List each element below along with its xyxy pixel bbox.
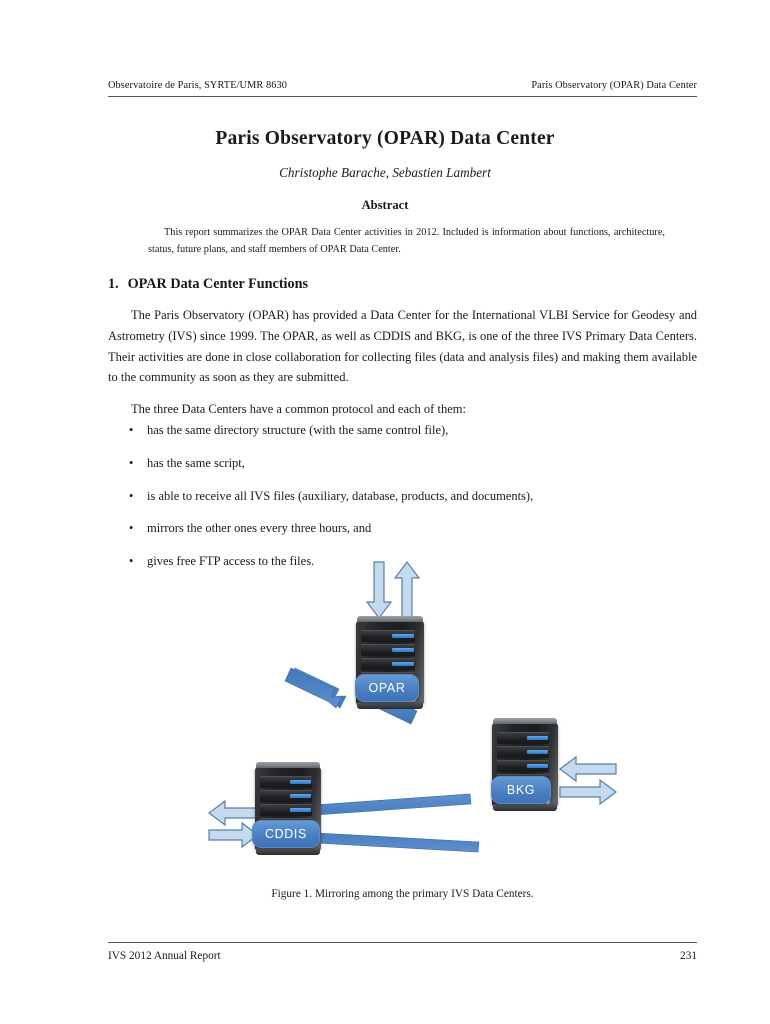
rack-led-icon xyxy=(391,662,414,666)
running-head-right: Paris Observatory (OPAR) Data Center xyxy=(531,80,697,91)
rack-bay xyxy=(496,732,550,744)
rack-led-icon xyxy=(289,808,311,812)
rack-bay xyxy=(259,776,313,788)
bullet-dot-icon: • xyxy=(129,455,134,470)
bullet-dot-icon: • xyxy=(129,521,134,536)
list-item: • gives free FTP access to the files. xyxy=(126,553,701,569)
rack-bay xyxy=(360,644,416,656)
rack-top xyxy=(357,616,423,626)
rack-bay xyxy=(259,804,313,816)
rack-bay xyxy=(360,658,416,670)
section-number: 1. xyxy=(108,276,119,292)
footer-rule xyxy=(108,942,697,943)
list-item-label: is able to receive all IVS files (auxili… xyxy=(147,488,534,503)
list-item-label: gives free FTP access to the files. xyxy=(147,554,315,568)
rack-led-icon xyxy=(391,648,414,652)
arrow-opar-cddis xyxy=(284,667,347,709)
node-label-cddis: CDDIS xyxy=(252,820,320,848)
rack-bay xyxy=(360,630,416,642)
rack-base xyxy=(356,701,424,709)
section-paragraph-1: The Paris Observatory (OPAR) has provide… xyxy=(108,308,697,385)
bullet-dot-icon: • xyxy=(129,423,134,437)
rack-bay xyxy=(496,746,550,758)
node-label-text: BKG xyxy=(506,782,536,797)
list-item: • has the same script, xyxy=(126,455,701,471)
rack-led-icon xyxy=(526,736,548,740)
page-title: Paris Observatory (OPAR) Data Center xyxy=(215,128,555,149)
running-head-rule xyxy=(108,96,697,97)
bullet-dot-icon: • xyxy=(129,488,134,503)
figure-mirroring-diagram: OPAR CDDIS xyxy=(108,556,697,876)
rack-top xyxy=(493,718,557,728)
list-item: • mirrors the other ones every three hou… xyxy=(126,520,701,536)
section-paragraph-2: The three Data Centers have a common pro… xyxy=(131,402,466,416)
list-item-label: has the same script, xyxy=(147,455,245,470)
rack-led-icon xyxy=(289,794,311,798)
node-label-opar: OPAR xyxy=(355,674,419,702)
rack-bay xyxy=(496,760,550,772)
footer-report-title: IVS 2012 Annual Report xyxy=(108,950,221,962)
rack-led-icon xyxy=(526,764,548,768)
section-title: OPAR Data Center Functions xyxy=(127,276,308,292)
author-list: Christophe Barache, Sebastien Lambert xyxy=(279,165,491,180)
rack-base xyxy=(492,803,558,811)
node-label-text: OPAR xyxy=(368,680,406,695)
bullet-dot-icon: • xyxy=(129,554,134,568)
node-label-bkg: BKG xyxy=(491,776,551,804)
node-label-text: CDDIS xyxy=(265,826,307,841)
figure-arrows xyxy=(208,561,617,853)
running-head-left: Observatoire de Paris, SYRTE/UMR 8630 xyxy=(108,80,287,91)
rack-led-icon xyxy=(526,750,548,754)
arrow-external-bkg xyxy=(559,755,617,806)
rack-bay xyxy=(259,790,313,802)
rack-led-icon xyxy=(391,634,414,638)
bullet-list: • has the same directory structure (with… xyxy=(126,422,701,586)
list-item-label: has the same directory structure (with t… xyxy=(147,423,449,437)
rack-led-icon xyxy=(289,780,311,784)
abstract-text: This report summarizes the OPAR Data Cen… xyxy=(148,227,665,255)
list-item-label: mirrors the other ones every three hours… xyxy=(147,521,372,536)
rack-base xyxy=(255,847,321,855)
rack-top xyxy=(256,762,320,772)
arrow-external-opar xyxy=(365,561,421,619)
abstract-heading: Abstract xyxy=(361,198,409,212)
running-head: Observatoire de Paris, SYRTE/UMR 8630 Pa… xyxy=(108,80,697,91)
footer-page-number: 231 xyxy=(680,950,697,962)
figure-caption: Figure 1. Mirroring among the primary IV… xyxy=(271,888,534,900)
list-item: • is able to receive all IVS files (auxi… xyxy=(126,488,701,504)
list-item: • has the same directory structure (with… xyxy=(126,422,701,438)
page-footer: IVS 2012 Annual Report 231 xyxy=(108,950,697,962)
section-heading: 1. OPAR Data Center Functions xyxy=(108,276,308,293)
